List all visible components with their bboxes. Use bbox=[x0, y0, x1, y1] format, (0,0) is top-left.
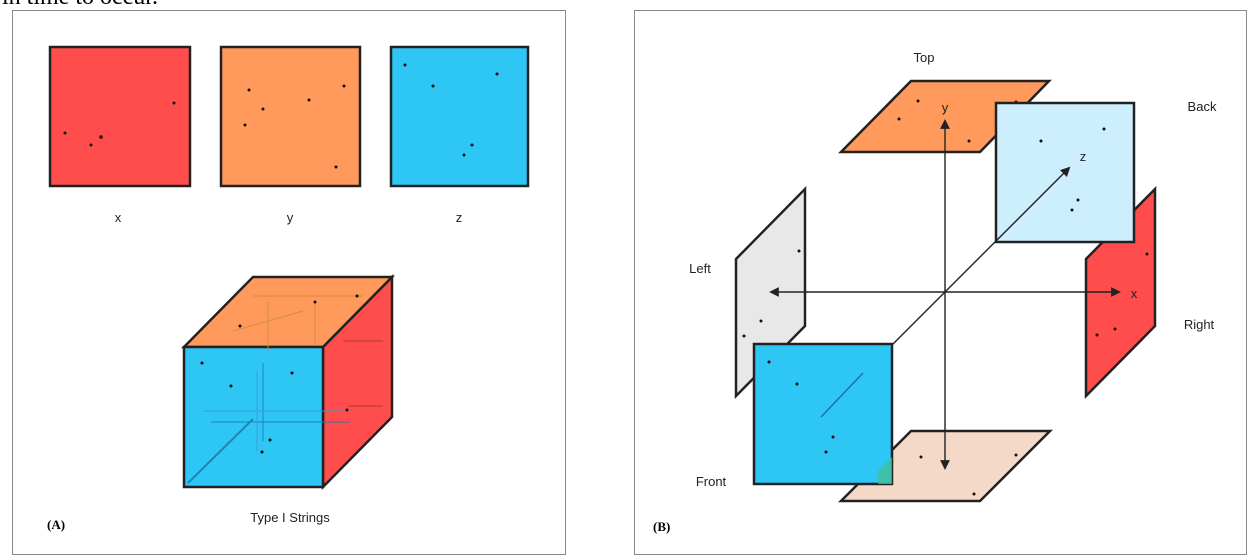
front-z-segment bbox=[820, 372, 864, 418]
z-square bbox=[389, 45, 530, 188]
x-axis-label: x bbox=[1131, 286, 1138, 301]
top-face-label: Top bbox=[914, 50, 935, 65]
front-face-dots bbox=[767, 360, 835, 454]
y-axis-label: y bbox=[942, 100, 949, 115]
right-face-dots bbox=[1095, 252, 1149, 337]
cube-internal-lines bbox=[187, 295, 383, 484]
y-square-dots bbox=[243, 84, 346, 169]
left-face-dots bbox=[742, 249, 801, 338]
z-square-label: z bbox=[456, 210, 463, 225]
front-corner-accent bbox=[878, 457, 892, 484]
front-face-label: Front bbox=[696, 474, 727, 489]
panel-b-diagram: Top Back Left Right Front x y z (B) bbox=[653, 50, 1217, 534]
panel-a-diagram: x y z bbox=[47, 45, 530, 532]
cube-caption: Type I Strings bbox=[250, 510, 330, 525]
z-axis-label: z bbox=[1080, 149, 1087, 164]
x-square bbox=[48, 45, 192, 188]
cube-dots bbox=[200, 294, 359, 454]
page-text-fragment: in time to occur. bbox=[2, 0, 158, 11]
y-square bbox=[219, 45, 362, 188]
z-square-dots bbox=[403, 63, 499, 157]
left-face-label: Left bbox=[689, 261, 711, 276]
x-square-dots bbox=[63, 101, 176, 147]
panel-a-label: (A) bbox=[47, 517, 65, 532]
right-face-label: Right bbox=[1184, 317, 1215, 332]
string-cube bbox=[181, 273, 395, 491]
panel-a: x y z bbox=[12, 10, 566, 555]
back-face-label: Back bbox=[1188, 99, 1217, 114]
x-square-label: x bbox=[115, 210, 122, 225]
back-face-dots bbox=[1039, 127, 1106, 212]
panel-b: Top Back Left Right Front x y z (B) bbox=[634, 10, 1247, 555]
panel-b-label: (B) bbox=[653, 519, 670, 534]
bottom-face-dots bbox=[919, 453, 1018, 496]
y-square-label: y bbox=[287, 210, 294, 225]
